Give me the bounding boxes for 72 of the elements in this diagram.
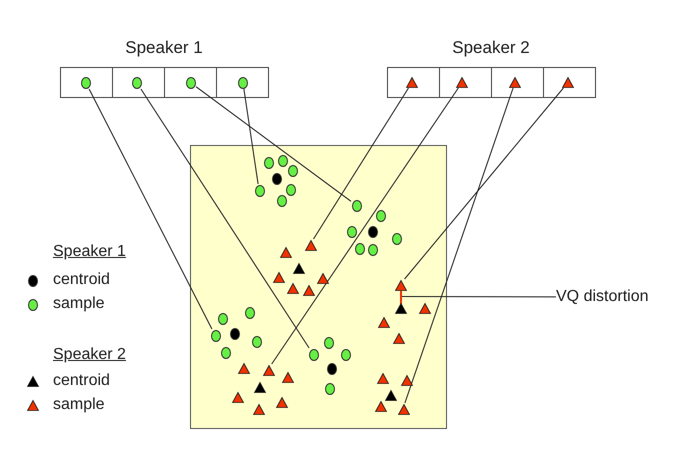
connector-line xyxy=(404,88,564,280)
legend-text: centroid xyxy=(53,372,110,390)
sample-triangle xyxy=(317,273,329,284)
centroid-triangle xyxy=(293,263,305,274)
sample-dot xyxy=(264,157,274,169)
connector-line xyxy=(88,88,212,330)
sample-dot xyxy=(347,226,357,238)
sample-triangle xyxy=(273,272,285,283)
connector-line xyxy=(404,88,514,404)
sample-dot xyxy=(277,195,287,207)
callout-text: VQ distortion xyxy=(556,287,650,307)
sample-dot xyxy=(286,184,296,196)
sample-dot xyxy=(218,313,228,325)
sample-dot xyxy=(221,347,231,359)
legend-heading: Speaker 2 xyxy=(53,346,126,364)
sample-triangle xyxy=(232,392,244,403)
sample-dot xyxy=(341,349,351,361)
centroid-triangle xyxy=(385,390,397,401)
codebook-heading: Speaker 1 xyxy=(124,38,204,58)
sample-dot xyxy=(368,244,378,256)
sample-triangle xyxy=(282,372,294,383)
sample-triangle xyxy=(456,77,468,88)
sample-triangle xyxy=(303,285,315,296)
legend-text: centroid xyxy=(53,271,110,289)
codebook-heading: Speaker 2 xyxy=(451,38,531,58)
connector-line xyxy=(313,88,409,240)
sample-triangle xyxy=(280,247,292,258)
legend-text: sample xyxy=(53,295,105,313)
sample-triangle xyxy=(287,283,299,294)
sample-triangle xyxy=(562,77,574,88)
sample-dot xyxy=(288,165,298,177)
centroid-dot xyxy=(272,173,282,185)
connector-line xyxy=(271,88,459,364)
connector-line xyxy=(243,88,259,184)
centroid-dot xyxy=(230,328,240,340)
legend-text: sample xyxy=(53,396,105,414)
sample-dot xyxy=(278,155,288,167)
sample-triangle xyxy=(395,280,407,291)
sample-dot xyxy=(392,233,402,245)
centroid-dot xyxy=(327,363,337,375)
sample-dot xyxy=(355,243,365,255)
sample-dot xyxy=(255,185,265,197)
sample-triangle xyxy=(419,303,431,314)
sample-triangle xyxy=(401,375,413,386)
sample-triangle xyxy=(509,77,521,88)
sample-triangle xyxy=(253,404,265,415)
sample-triangle xyxy=(398,404,410,415)
sample-dot xyxy=(324,337,334,349)
leader-line xyxy=(400,296,556,298)
sample-triangle xyxy=(393,333,405,344)
centroid-triangle xyxy=(395,303,407,314)
centroid-dot xyxy=(368,226,378,238)
sample-dot xyxy=(325,383,335,395)
sample-triangle xyxy=(406,77,418,88)
centroid-triangle xyxy=(254,382,266,393)
sample-dot xyxy=(352,200,362,212)
sample-triangle xyxy=(276,397,288,408)
sample-dot xyxy=(252,336,262,348)
sample-dot xyxy=(211,330,221,342)
sample-triangle xyxy=(263,365,275,376)
sample-triangle xyxy=(377,373,389,384)
legend-heading: Speaker 1 xyxy=(53,243,126,261)
feature-space-panel xyxy=(190,145,447,429)
sample-triangle xyxy=(378,317,390,328)
sample-dot xyxy=(309,349,319,361)
sample-triangle xyxy=(375,401,387,412)
sample-triangle xyxy=(238,363,250,374)
connector-line xyxy=(196,86,352,202)
sample-dot xyxy=(376,210,386,222)
sample-triangle xyxy=(305,240,317,251)
connector-line xyxy=(140,88,310,348)
sample-dot xyxy=(245,307,255,319)
